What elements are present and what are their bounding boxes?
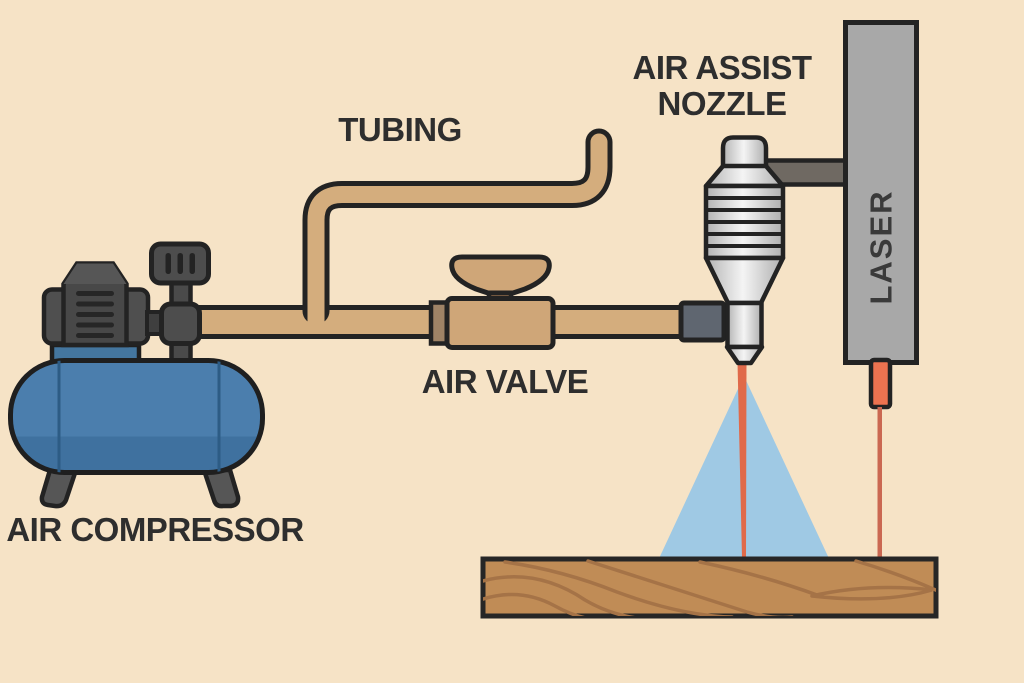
wood-grain	[483, 559, 936, 616]
pipe-nozzle-connector	[678, 300, 727, 343]
beams	[659, 362, 882, 559]
nozzle-ribs	[706, 196, 783, 248]
air-valve-label: AIR VALVE	[421, 363, 589, 400]
nozzle-tip	[724, 344, 765, 366]
nozzle-barrel	[725, 300, 764, 350]
laser-emitter	[868, 357, 893, 410]
air-compressor-label: AIR COMPRESSOR	[6, 511, 304, 548]
wood-workpiece	[480, 556, 939, 619]
tubing-fill	[307, 133, 608, 333]
laser-beam	[877, 407, 882, 558]
air-assist-nozzle-label-line1: AIR ASSIST	[632, 49, 812, 86]
regulator-knob-ridges	[165, 253, 195, 274]
motor-top-bevel	[63, 263, 127, 284]
laser-label: LASER	[863, 189, 899, 305]
compressor-leg-right	[200, 467, 241, 509]
tank-seams	[57, 360, 221, 473]
compressor-leg-left	[39, 467, 80, 509]
air-valve	[428, 254, 556, 350]
air-assist-nozzle-label-line2: NOZZLE	[657, 84, 787, 122]
laser-housing	[843, 20, 919, 410]
nozzle-shoulder	[703, 163, 786, 189]
air-compressor	[8, 241, 265, 509]
nozzle-laser-beam	[737, 362, 747, 558]
air-assist-nozzle	[703, 135, 786, 366]
tubing-label: TUBING	[338, 111, 462, 148]
air-assist-nozzle-label: AIR ASSIST NOZZLE	[612, 50, 832, 121]
tubing	[302, 128, 613, 333]
pipe-tee-junction	[159, 301, 202, 346]
compressor-tank	[8, 358, 265, 475]
valve-body	[444, 296, 556, 350]
nozzle-cone	[703, 255, 786, 306]
nozzle-top-cap	[720, 135, 769, 171]
valve-handle	[449, 254, 552, 296]
motor-vents	[76, 291, 114, 338]
tubing-outline	[302, 128, 613, 325]
